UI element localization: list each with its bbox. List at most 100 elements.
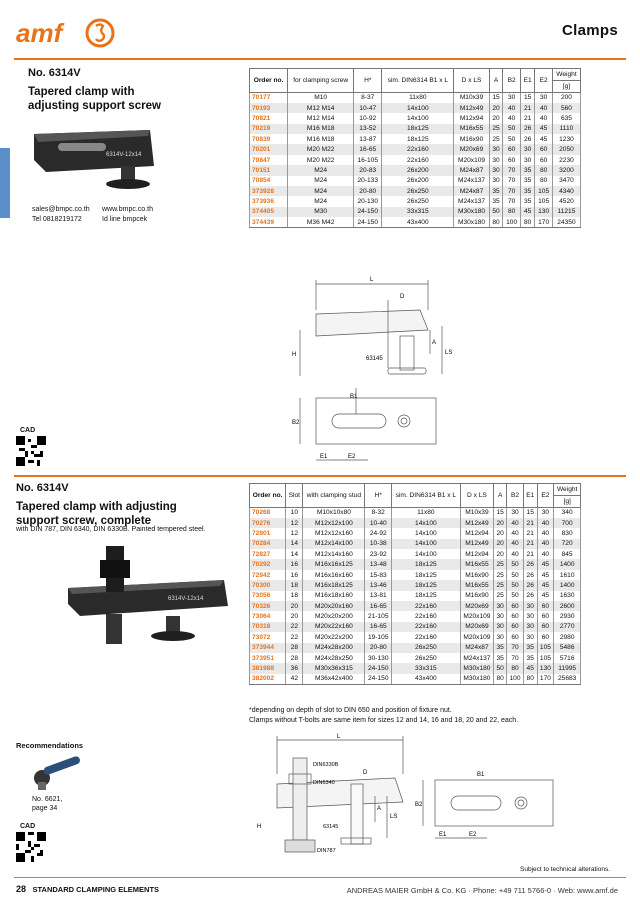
table-cell: 45 xyxy=(536,590,555,602)
order-number-cell[interactable]: 381988 xyxy=(248,663,287,674)
table-cell: M12x49 xyxy=(459,538,495,550)
order-number-cell[interactable]: 70300 xyxy=(248,580,287,591)
order-number-cell[interactable]: 374439 xyxy=(248,217,289,229)
table-cell: 40 xyxy=(536,538,555,550)
table-cell: 13-46 xyxy=(364,580,393,591)
table-cell: 15 xyxy=(519,92,536,103)
order-number-cell[interactable]: 382002 xyxy=(248,673,287,685)
order-number-cell[interactable]: 70219 xyxy=(248,123,289,135)
table-cell: 15 xyxy=(522,507,538,518)
table-cell: 60 xyxy=(536,632,555,643)
order-number-cell[interactable]: 73072 xyxy=(248,632,287,643)
order-number-cell[interactable]: 70151 xyxy=(248,165,289,176)
photo-marking: 6314V-12x14 xyxy=(106,152,142,158)
table-cell: M16x16x160 xyxy=(302,569,366,581)
table-cell: M20x22x200 xyxy=(302,632,366,643)
table-cell: 22 xyxy=(285,632,304,643)
section-name: STANDARD CLAMPING ELEMENTS xyxy=(32,885,160,894)
table-cell: M20x109 xyxy=(459,611,495,622)
dim-E1: E1 xyxy=(320,454,328,460)
table-cell: 80 xyxy=(502,206,521,218)
order-number-cell[interactable]: 73064 xyxy=(248,611,287,622)
table-cell: 23-92 xyxy=(364,549,393,560)
label-din6330: DIN6330B xyxy=(313,762,339,768)
order-number-cell[interactable]: 73056 xyxy=(248,590,287,602)
table-cell: 16-65 xyxy=(353,144,383,155)
order-number-cell[interactable]: 373928 xyxy=(248,186,289,197)
contact-email[interactable]: sales@bmpc.co.th xyxy=(32,206,90,213)
order-number-cell[interactable]: 70268 xyxy=(248,507,287,518)
table-cell: 21 xyxy=(519,102,536,114)
table-cell: 30 xyxy=(536,507,555,518)
footer-section: 28 STANDARD CLAMPING ELEMENTS xyxy=(16,884,159,894)
table-cell: 2600 xyxy=(553,601,581,612)
dim-L: L xyxy=(370,277,374,283)
order-number-cell[interactable]: 70839 xyxy=(248,134,289,145)
contact-left: sales@bmpc.co.th Tel 0818219172 xyxy=(32,205,90,225)
order-number-cell[interactable]: 70276 xyxy=(248,517,287,529)
recommendation-lever-image xyxy=(34,756,80,790)
order-number-cell[interactable]: 72942 xyxy=(248,569,287,581)
table-cell: 560 xyxy=(551,102,582,114)
order-number-cell[interactable]: 70326 xyxy=(248,601,287,612)
table-cell: 45 xyxy=(534,123,553,135)
order-number-cell[interactable]: 70847 xyxy=(248,154,289,166)
order-number-cell[interactable]: 72827 xyxy=(248,549,287,560)
order-number-cell[interactable]: 374405 xyxy=(248,206,289,218)
order-number-cell[interactable]: 70177 xyxy=(248,92,289,103)
section1-technical-drawing: L D A LS H 63145 B1 B2 E1 E2 xyxy=(292,277,452,461)
table-cell: 15 xyxy=(493,507,508,518)
section2-cad-qr-code[interactable] xyxy=(16,832,46,862)
th-din6314: sim. DIN6314 B1 x L xyxy=(381,68,455,93)
order-number-cell[interactable]: 70201 xyxy=(248,144,289,155)
table-cell: 35 xyxy=(488,196,504,207)
th2-e2: E2 xyxy=(536,483,555,508)
order-number-cell[interactable]: 373936 xyxy=(248,196,289,207)
table-cell: 35 xyxy=(493,652,508,664)
section1-cad-qr-code[interactable] xyxy=(16,436,46,466)
order-number-cell[interactable]: 70292 xyxy=(248,559,287,570)
contact-web[interactable]: www.bmpc.co.th xyxy=(102,206,153,213)
table-cell: 18x125 xyxy=(391,559,461,570)
table-cell: M24 xyxy=(287,175,355,187)
table-cell: M10x10x80 xyxy=(302,507,366,518)
dim-standard: 63145 xyxy=(366,356,383,362)
order-number-cell[interactable]: 70821 xyxy=(248,113,289,124)
section-side-tab xyxy=(0,148,10,218)
table-cell: M24x87 xyxy=(453,186,490,197)
table-cell: 2980 xyxy=(553,632,581,643)
table-cell: 30 xyxy=(519,144,536,155)
table-cell: 42 xyxy=(285,673,304,685)
order-number-cell[interactable]: 70318 xyxy=(248,621,287,633)
th-h: H* xyxy=(353,68,383,93)
dim-LS: LS xyxy=(445,350,452,356)
label-din787: DIN787 xyxy=(317,848,336,854)
order-number-cell[interactable]: 70284 xyxy=(248,538,287,550)
order-number-cell[interactable]: 70854 xyxy=(248,175,289,187)
table-cell: 24-150 xyxy=(364,663,393,674)
table-cell: 40 xyxy=(502,102,521,114)
table-cell: 1400 xyxy=(553,559,581,570)
order-number-cell[interactable]: 72801 xyxy=(248,528,287,539)
th-e2: E2 xyxy=(534,68,553,93)
table-cell: M36 M42 xyxy=(287,217,355,229)
order-number-cell[interactable]: 70193 xyxy=(248,102,289,114)
table-cell: M30x36x315 xyxy=(302,663,366,674)
th2-slot: Slot xyxy=(285,483,304,508)
table-cell: 24-150 xyxy=(353,206,383,218)
order-number-cell[interactable]: 373951 xyxy=(248,652,287,664)
section2-technical-drawing: L DIN6330B DIN6340 D A LS H 63145 DIN787… xyxy=(257,734,554,854)
table-cell: 130 xyxy=(536,663,555,674)
table-cell: 105 xyxy=(536,652,555,664)
recommendation-link[interactable]: No. 6621, page 34 xyxy=(32,796,63,812)
order-number-cell[interactable]: 373944 xyxy=(248,642,287,653)
table-cell: M16x90 xyxy=(459,590,495,602)
table-cell: 3470 xyxy=(551,175,582,187)
th2-a: A xyxy=(493,483,508,508)
